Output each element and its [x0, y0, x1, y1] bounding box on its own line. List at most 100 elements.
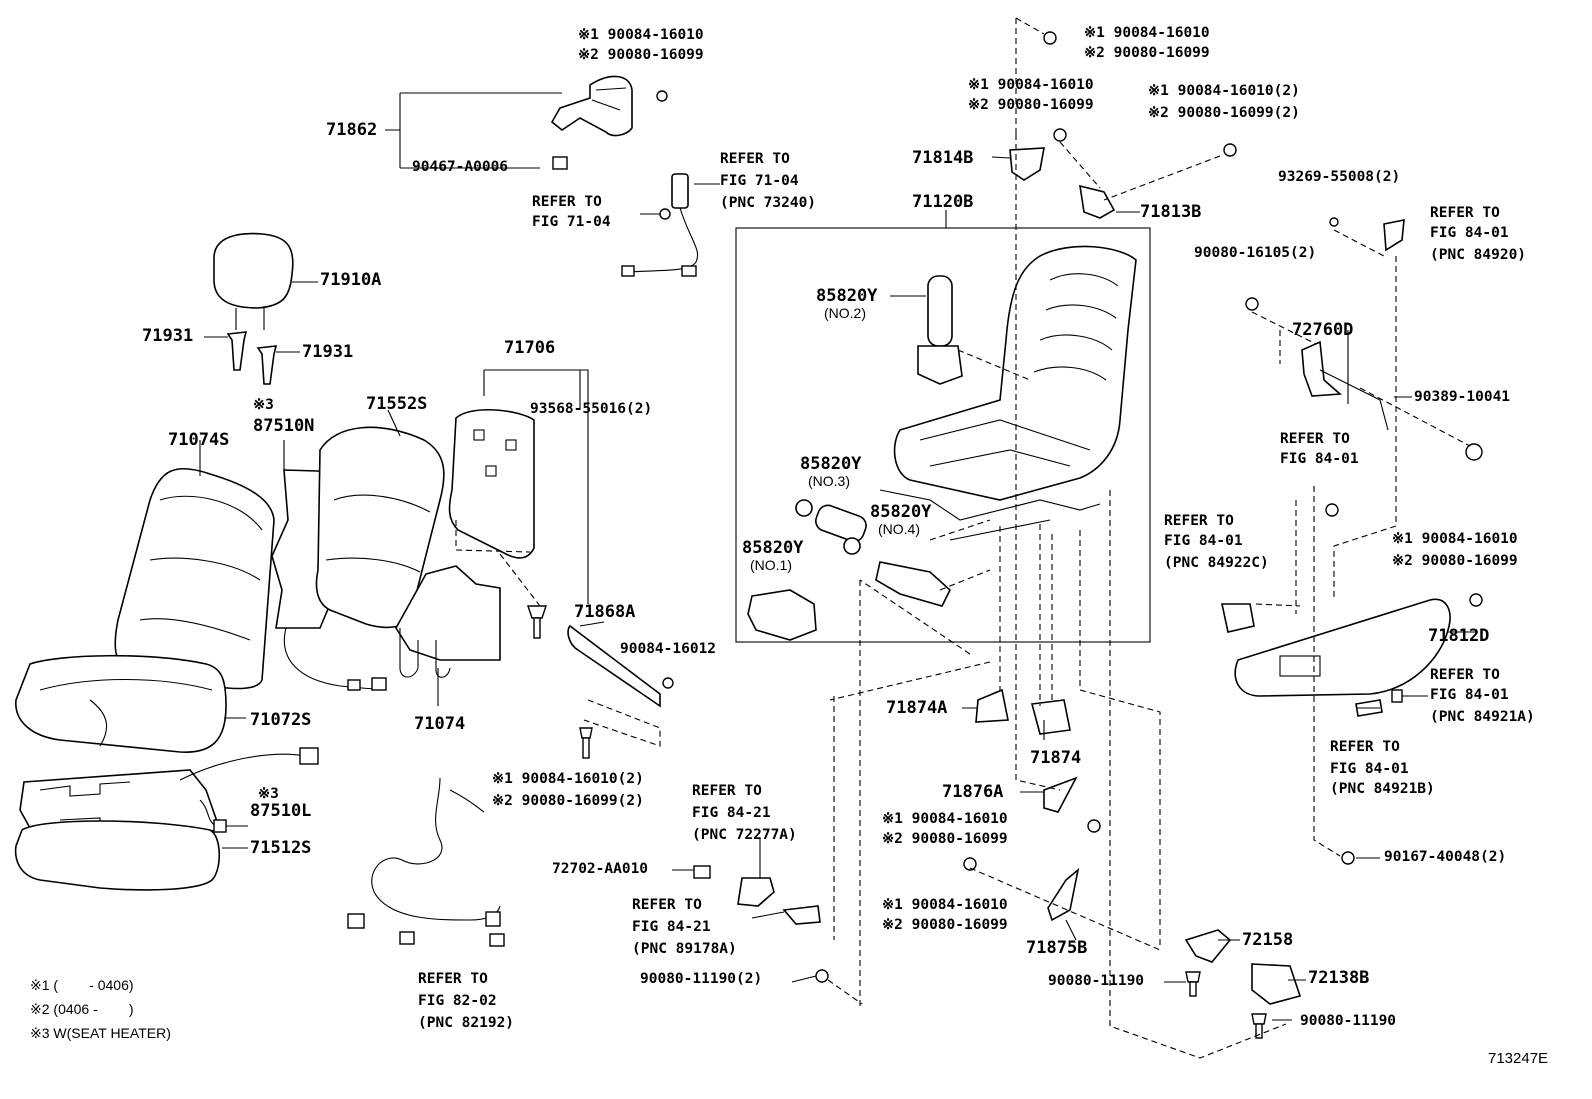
label-refer-72277A-pnc: (PNC 72277A) — [692, 827, 797, 843]
label-90080-16099-h: ※2 90080-16099 — [1392, 553, 1518, 569]
label-refer-84922C-pnc: (PNC 84922C) — [1164, 555, 1269, 571]
label-71875B: 71875B — [1026, 938, 1088, 958]
label-90080-11190-b: 90080-11190 — [1300, 1013, 1397, 1029]
seat-frame-group-box — [735, 227, 1151, 643]
label-85820Y-no4: 85820Y — [870, 502, 932, 522]
label-90084-16012: 90084-16012 — [620, 641, 717, 657]
label-90167-40048: 90167-40048(2) — [1384, 849, 1507, 865]
seat-back-pad-71552S — [315, 426, 445, 629]
seat-back-pad-71074 — [395, 565, 501, 678]
label-90080-16105: 90080-16105(2) — [1194, 245, 1317, 261]
label-refer-fig-71-04: REFER TO — [532, 194, 602, 210]
label-90084-16010-f: ※1 90084-16010 — [882, 811, 1008, 827]
label-71120B: 71120B — [912, 192, 974, 212]
label-71074S: 71074S — [168, 430, 230, 450]
seat-cushion-cover-71072S — [15, 654, 227, 753]
label-71862: 71862 — [326, 120, 378, 140]
label-refer-84921A-fig: FIG 84-01 — [1430, 687, 1509, 703]
label-90080-16099-d: ※2 90080-16099 — [968, 97, 1094, 113]
motor-85820Y-no2 — [917, 275, 963, 385]
label-71813B: 71813B — [1140, 202, 1202, 222]
seatbelt-buckle — [621, 173, 698, 277]
label-refer-84920-pnc: (PNC 84920) — [1430, 247, 1527, 263]
label-refer-84922C-fig: FIG 84-01 — [1164, 533, 1243, 549]
label-refer-73240-pnc: (PNC 73240) — [720, 195, 817, 211]
label-90080-11190-2: 90080-11190(2) — [640, 971, 763, 987]
label-71812D: 71812D — [1428, 626, 1490, 646]
label-87510N: 87510N — [253, 416, 315, 436]
label-71910A: 71910A — [320, 270, 382, 290]
label-refer-84921A: REFER TO — [1430, 667, 1500, 683]
side-trim-71868A — [567, 624, 674, 759]
label-refer-72277A-fig: FIG 84-21 — [692, 805, 771, 821]
label-72760D: 72760D — [1292, 320, 1354, 340]
label-71814B: 71814B — [912, 148, 974, 168]
label-87510L-mark: ※3 — [258, 786, 279, 802]
label-93568-55016: 93568-55016(2) — [530, 401, 653, 417]
label-90080-16099-f: ※2 90080-16099 — [882, 831, 1008, 847]
label-refer-84921B-fig: FIG 84-01 — [1330, 761, 1409, 777]
label-refer-84-01: REFER TO — [1280, 431, 1350, 447]
label-90080-11190-a: 90080-11190 — [1048, 973, 1145, 989]
label-90084-16010-e: ※1 90084-16010(2) — [1148, 83, 1300, 99]
label-90084-16010-d: ※1 90084-16010 — [968, 77, 1094, 93]
label-90084-16010-b: ※1 90084-16010(2) — [492, 771, 644, 787]
label-refer-73240-fig: FIG 71-04 — [720, 173, 799, 189]
label-71931-b: 71931 — [302, 342, 354, 362]
label-71552S: 71552S — [366, 394, 428, 414]
label-refer-82192-pnc: (PNC 82192) — [418, 1015, 515, 1031]
label-90080-16099-b: ※2 90080-16099(2) — [492, 793, 644, 809]
label-refer-84920-fig: FIG 84-01 — [1430, 225, 1509, 241]
label-87510L: 87510L — [250, 801, 312, 821]
label-90084-16010-g: ※1 90084-16010 — [882, 897, 1008, 913]
label-refer-fig-71-04-b: FIG 71-04 — [532, 214, 611, 230]
label-72158: 72158 — [1242, 930, 1294, 950]
rail-covers — [963, 688, 1302, 1039]
label-90467-a0006: 90467-A0006 — [412, 159, 509, 175]
motor-85820Y-no3 — [795, 499, 867, 555]
label-refer-89178A-fig: FIG 84-21 — [632, 919, 711, 935]
figure-code: 713247E — [1488, 1050, 1549, 1067]
label-72702-aa010: 72702-AA010 — [552, 861, 649, 877]
wire-harness — [347, 777, 505, 947]
label-90080-16099-a: ※2 90080-16099 — [578, 47, 704, 63]
upper-hinge-covers — [1009, 31, 1237, 219]
label-refer-84921B-pnc: (PNC 84921B) — [1330, 781, 1435, 797]
headrest-71910A — [213, 232, 294, 385]
label-refer-84921A-pnc: (PNC 84921A) — [1430, 709, 1535, 725]
label-refer-72277A: REFER TO — [692, 783, 762, 799]
label-85820Y-no1-sub: (NO.1) — [750, 557, 792, 573]
label-71074: 71074 — [414, 714, 466, 734]
label-72138B: 72138B — [1308, 968, 1370, 988]
label-90080-16099-e: ※2 90080-16099(2) — [1148, 105, 1300, 121]
seat-cushion-pad-71512S — [14, 820, 221, 891]
label-71512S: 71512S — [250, 838, 312, 858]
label-85820Y-no3-sub: (NO.3) — [808, 473, 850, 489]
label-90389-10041: 90389-10041 — [1414, 389, 1511, 405]
footnote-1: ※1 ( - 0406) — [30, 977, 134, 993]
label-93269-55008: 93269-55008(2) — [1278, 169, 1401, 185]
label-refer-73240: REFER TO — [720, 151, 790, 167]
label-refer-84920: REFER TO — [1430, 205, 1500, 221]
label-71876A: 71876A — [942, 782, 1004, 802]
adjuster-brackets — [693, 865, 829, 983]
seat-back-cover-71074S — [114, 467, 275, 690]
lumbar-and-switch-parts — [1221, 217, 1483, 865]
label-90084-16010-a: ※1 90084-16010 — [578, 27, 704, 43]
label-refer-84922C: REFER TO — [1164, 513, 1234, 529]
label-85820Y-no1: 85820Y — [742, 538, 804, 558]
label-90084-16010-c: ※1 90084-16010 — [1084, 25, 1210, 41]
footnote-2: ※2 (0406 - ) — [30, 1001, 134, 1017]
label-90080-16099-g: ※2 90080-16099 — [882, 917, 1008, 933]
label-85820Y-no4-sub: (NO.4) — [878, 521, 920, 537]
label-refer-89178A-pnc: (PNC 89178A) — [632, 941, 737, 957]
label-85820Y-no3: 85820Y — [800, 454, 862, 474]
seat-frame-71120B — [879, 245, 1137, 541]
seatback-board-71706 — [448, 408, 547, 639]
label-refer-89178A: REFER TO — [632, 897, 702, 913]
label-85820Y-no2: 85820Y — [816, 286, 878, 306]
label-71868A: 71868A — [574, 602, 636, 622]
label-71931-a: 71931 — [142, 326, 194, 346]
label-85820Y-no2-sub: (NO.2) — [824, 305, 866, 321]
